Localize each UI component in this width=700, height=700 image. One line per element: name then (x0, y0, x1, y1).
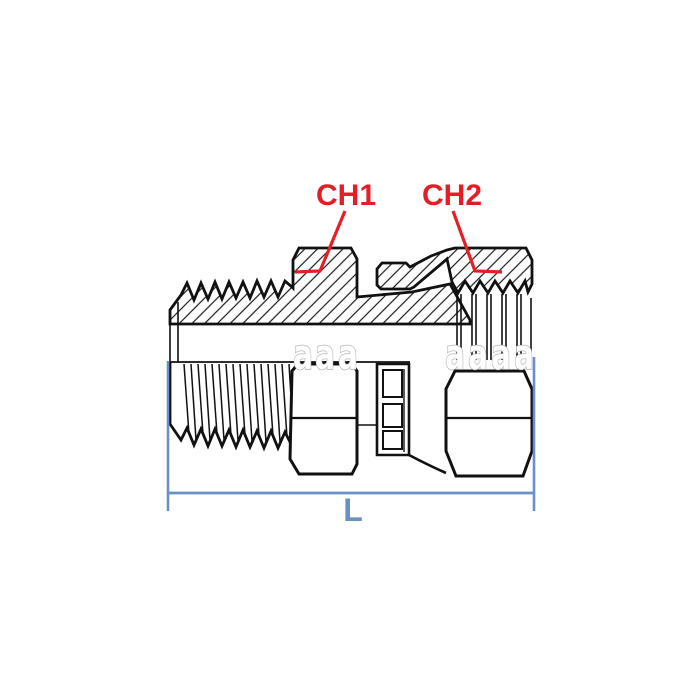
external-view-bottom (168, 361, 534, 478)
ch2-leader-line (451, 210, 503, 274)
watermark-letter: a (514, 330, 534, 380)
swivel-nut-section (375, 246, 534, 296)
male-thread-profile (168, 362, 294, 452)
dimension-length: L (166, 357, 536, 528)
watermark-row: a a a a a a a (292, 329, 534, 380)
ch1-leader-line (294, 210, 347, 274)
collar-slot (382, 403, 403, 428)
collar-slot (382, 369, 403, 398)
watermark-letter: a (338, 330, 358, 380)
nut-internal-thread-lines (456, 294, 522, 360)
section-view-top (168, 246, 534, 362)
adapter-body-section (168, 246, 472, 326)
male-thread-crest-lines (183, 363, 294, 443)
callouts: CH1 CH2 (294, 179, 503, 274)
watermark-letter: a (491, 330, 511, 380)
dimension-label-L: L (343, 492, 363, 528)
watermark-letter: a (315, 330, 335, 380)
ch2-nut-external (444, 369, 534, 478)
collar-slot (382, 430, 403, 450)
watermark-letter: a (293, 330, 313, 380)
watermark-letter: a (468, 330, 488, 380)
nut-skirt-curve (408, 453, 447, 475)
ch2-label: CH2 (422, 179, 482, 212)
ch1-label: CH1 (316, 179, 376, 212)
watermark-letter: a (445, 330, 465, 380)
